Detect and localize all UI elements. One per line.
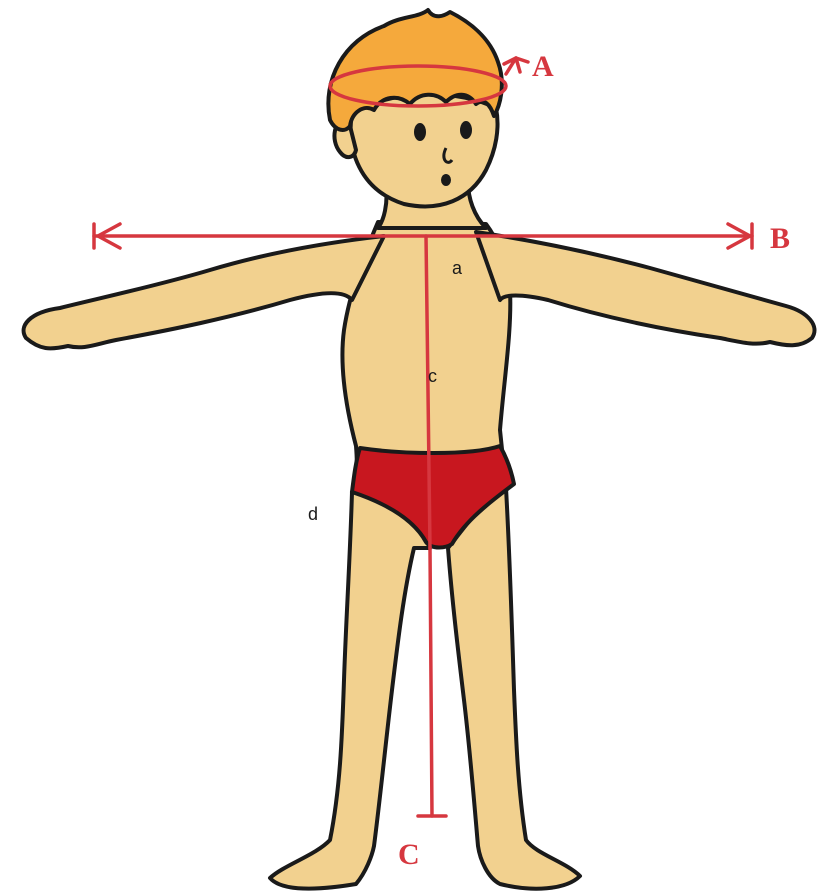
head-circumference-arrow xyxy=(504,58,520,74)
label-b: B xyxy=(770,222,790,255)
mouth xyxy=(441,174,451,186)
point-a-label: a xyxy=(452,258,463,278)
left-eye xyxy=(414,123,426,141)
right-eye xyxy=(460,121,472,139)
left-arm xyxy=(24,236,384,348)
right-leg xyxy=(448,488,580,889)
point-d-label: d xyxy=(308,504,318,524)
height-line-lower xyxy=(430,548,432,816)
point-c-label: c xyxy=(428,366,437,386)
label-c: C xyxy=(398,838,420,871)
left-leg xyxy=(270,492,430,889)
right-arm xyxy=(476,232,814,345)
label-a: A xyxy=(532,50,554,83)
child-figure xyxy=(24,10,815,889)
